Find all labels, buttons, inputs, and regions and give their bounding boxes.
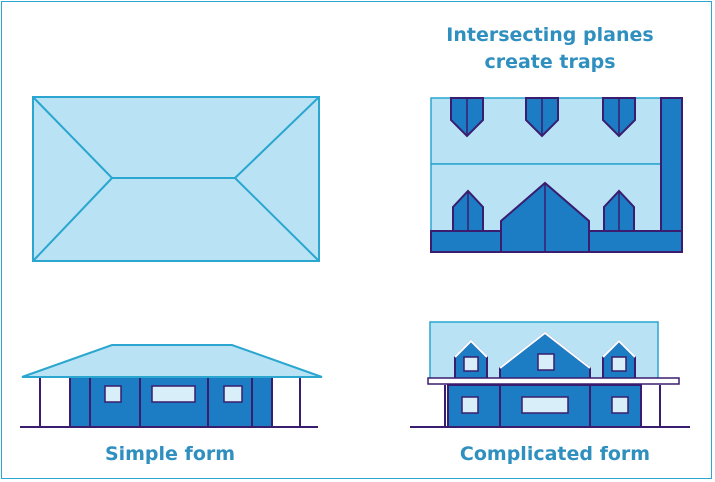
caption-line-2: create traps — [484, 51, 616, 73]
top-dormer-1 — [450, 97, 484, 138]
complicated-roof-plan — [430, 97, 683, 253]
simple-house-elevation — [20, 344, 323, 428]
caption-line-1: Intersecting planes — [446, 24, 654, 46]
simple-roof-plan — [32, 96, 320, 262]
complicated-house-elevation — [410, 321, 690, 428]
simple-form-label: Simple form — [104, 443, 236, 465]
lower-dormer-1 — [452, 189, 484, 232]
intersecting-planes-caption: Intersecting planes create traps — [430, 22, 670, 76]
complicated-form-label: Complicated form — [459, 443, 651, 465]
lower-dormer-2 — [603, 189, 635, 232]
top-dormer-3 — [602, 97, 636, 138]
top-dormer-2 — [525, 97, 559, 138]
